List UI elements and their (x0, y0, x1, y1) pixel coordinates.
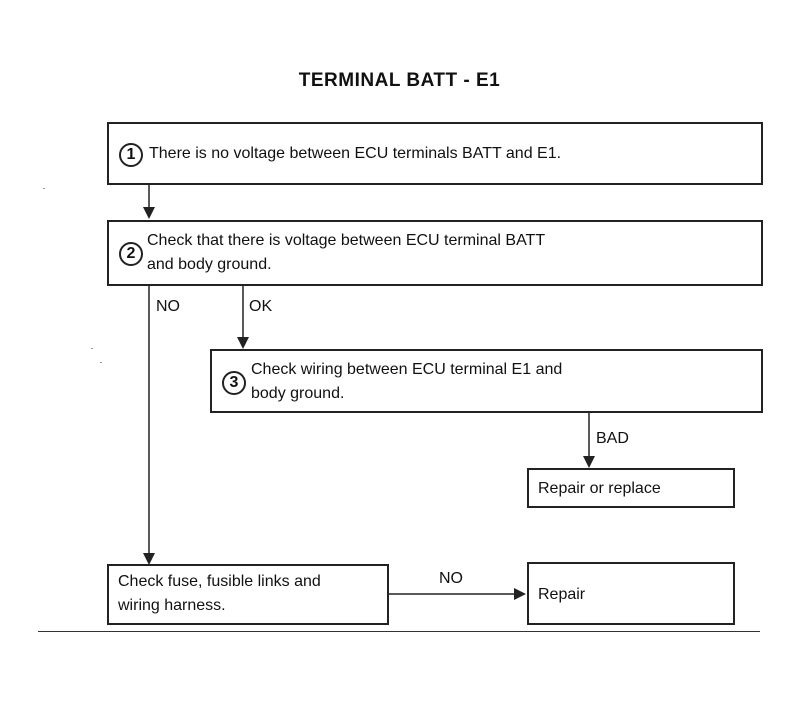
no-label-left: NO (156, 298, 180, 315)
step-1-text: There is no voltage between ECU terminal… (149, 145, 562, 162)
step-2-text-line2: and body ground. (147, 256, 272, 273)
scan-speck (43, 188, 45, 189)
ok-label: OK (249, 298, 273, 315)
bad-label: BAD (596, 430, 629, 447)
step-2-box: 2 Check that there is voltage between EC… (107, 220, 763, 286)
no-label-right: NO (439, 570, 463, 587)
step-3-text-line2: body ground. (251, 385, 345, 402)
check-fuse-box: Check fuse, fusible links and wiring har… (107, 564, 389, 625)
step-2-number: 2 (119, 242, 143, 266)
repair-or-replace-text: Repair or replace (538, 480, 661, 497)
repair-box: Repair (527, 562, 735, 625)
repair-text: Repair (538, 586, 586, 603)
scan-speck (100, 362, 102, 363)
step-3-text-line1: Check wiring between ECU terminal E1 and (251, 361, 563, 378)
step-3-box: 3 Check wiring between ECU terminal E1 a… (210, 349, 763, 413)
repair-or-replace-box: Repair or replace (527, 468, 735, 508)
diagram-title: TERMINAL BATT - E1 (298, 70, 501, 91)
bottom-divider (38, 631, 760, 632)
step-1-box: 1 There is no voltage between ECU termin… (107, 122, 763, 185)
step-1-number: 1 (119, 143, 143, 167)
step-3-number: 3 (222, 371, 246, 395)
step-2-text-line1: Check that there is voltage between ECU … (147, 232, 546, 249)
scan-speck (91, 348, 93, 349)
check-fuse-text-line2: wiring harness. (118, 597, 226, 614)
check-fuse-text-line1: Check fuse, fusible links and (118, 573, 321, 590)
